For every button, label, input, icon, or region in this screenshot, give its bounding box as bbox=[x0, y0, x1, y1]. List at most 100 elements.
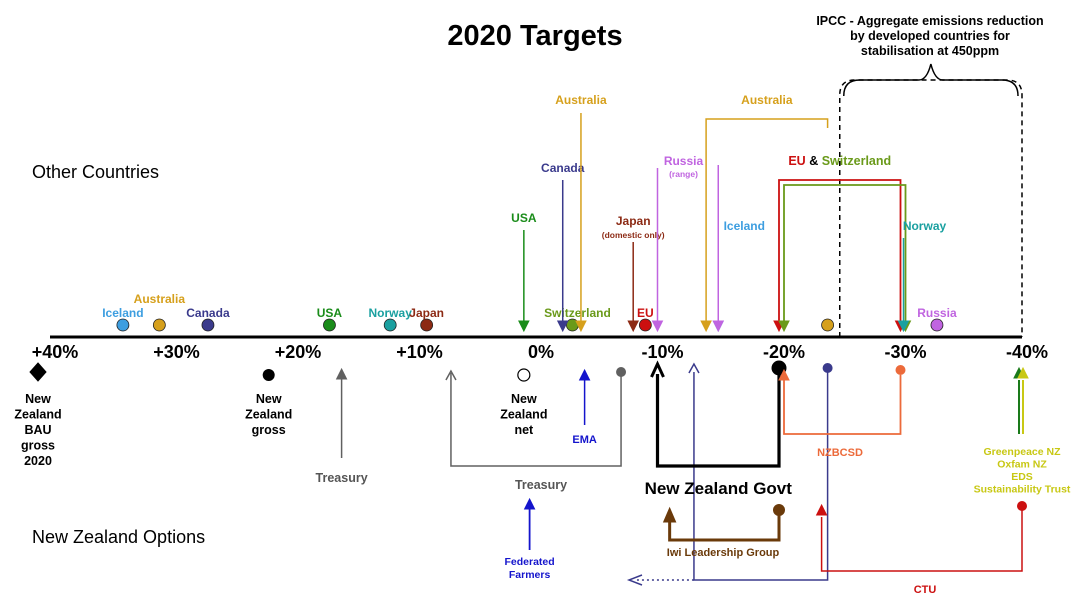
iwi-dot bbox=[773, 504, 785, 516]
blue-option-line bbox=[693, 368, 829, 581]
ngo-arrow-head-2 bbox=[1017, 366, 1029, 379]
target-label-japan: Japan bbox=[616, 214, 651, 228]
x-tick-20: +20% bbox=[275, 342, 322, 362]
range-bracket-eu bbox=[778, 179, 902, 321]
treasury-arrow-head bbox=[335, 367, 348, 380]
nz-label-new-zealand-gross: gross bbox=[252, 423, 286, 437]
baseline-label-russia: Russia bbox=[917, 306, 957, 320]
nz-label-new-zealand-net: net bbox=[514, 423, 534, 437]
federated-label-federated: Federated bbox=[505, 556, 555, 568]
baseline-label-norway: Norway bbox=[369, 306, 413, 320]
range-label-australia: Australia bbox=[741, 93, 793, 107]
baseline-label-usa: USA bbox=[317, 306, 343, 320]
treasury-range-dot bbox=[616, 367, 627, 377]
ipcc-label-line: by developed countries for bbox=[850, 29, 1010, 43]
baseline-label-australia: Australia bbox=[134, 292, 186, 306]
ctu-bracket bbox=[820, 510, 1023, 572]
range-arrow-russia-to-head bbox=[712, 320, 725, 333]
baseline-label-canada: Canada bbox=[186, 306, 230, 320]
ngo-label-oxfam-nz: Oxfam NZ bbox=[997, 459, 1047, 471]
range-bracket-switzerland bbox=[783, 184, 907, 321]
ipcc-brace bbox=[843, 63, 1019, 97]
x-axis: +40%+30%+20%+10%0%-10%-20%-30%-40% bbox=[32, 335, 1048, 362]
range-arrow-norway-head bbox=[897, 320, 910, 333]
x-tick-0: 0% bbox=[528, 342, 554, 362]
baseline-dot-australia bbox=[152, 318, 166, 332]
treasury-range-bracket bbox=[450, 372, 622, 467]
ngo-label-greenpeace-nz: Greenpeace NZ bbox=[983, 446, 1061, 458]
nz-label-new-zealand-net: Zealand bbox=[500, 408, 547, 422]
nz-govt-head bbox=[650, 360, 665, 378]
range-arrow-russia-from-head bbox=[651, 320, 664, 333]
baseline-dot-usa bbox=[323, 318, 336, 332]
nz-marker-new-zealand-bau-gross-2020 bbox=[29, 362, 47, 382]
baseline-dot-iceland bbox=[116, 318, 130, 332]
blue-dotted-head bbox=[626, 574, 643, 586]
x-tick-20: -20% bbox=[763, 342, 805, 362]
nzbcsd-label: NZBCSD bbox=[817, 447, 863, 459]
x-tick-30: +30% bbox=[153, 342, 200, 362]
ctu-dot bbox=[1017, 501, 1027, 511]
x-tick-30: -30% bbox=[884, 342, 926, 362]
other-countries-label: Other Countries bbox=[32, 162, 159, 182]
nz-govt-bracket bbox=[655, 374, 781, 468]
baseline-label-japan: Japan bbox=[409, 306, 444, 320]
target-label-australia: Australia bbox=[555, 93, 607, 107]
baseline-dot-norway bbox=[383, 318, 397, 332]
nz-label-new-zealand-bau-gross-2020: 2020 bbox=[24, 454, 52, 468]
ctu-head bbox=[815, 503, 828, 516]
blue-option-head bbox=[688, 362, 700, 374]
baseline-dot-russia bbox=[930, 318, 944, 332]
chart-title: 2020 Targets bbox=[447, 20, 622, 52]
nzbcsd-dot bbox=[895, 365, 906, 375]
range-sublabel-russia: (range) bbox=[669, 169, 698, 179]
treasury-range-head bbox=[445, 369, 457, 381]
x-tick-40: -40% bbox=[1006, 342, 1048, 362]
ngo-label-eds: EDS bbox=[1011, 471, 1033, 483]
federated-label-farmers: Farmers bbox=[509, 569, 551, 581]
treasury-label: Treasury bbox=[316, 471, 368, 485]
nzbcsd-bracket bbox=[783, 375, 902, 435]
nz-label-new-zealand-gross: Zealand bbox=[245, 408, 292, 422]
ipcc-label-line: stabilisation at 450ppm bbox=[861, 44, 999, 58]
ema-arrow-head bbox=[578, 368, 591, 381]
target-label-usa: USA bbox=[511, 211, 537, 225]
range-label-norway: Norway bbox=[903, 219, 947, 233]
iwi-bracket bbox=[668, 512, 781, 542]
target-arrow-australia-head bbox=[575, 320, 587, 333]
baseline-dot-japan bbox=[420, 318, 434, 332]
federated-arrow-head bbox=[523, 497, 536, 510]
blue-option-dot bbox=[822, 363, 833, 373]
nz-govt-label: New Zealand Govt bbox=[645, 479, 793, 498]
x-tick-40: +40% bbox=[32, 342, 79, 362]
baseline-label-eu: EU bbox=[637, 306, 654, 320]
ngo-label-sustainability-trust: Sustainability Trust bbox=[974, 484, 1071, 496]
range-label-russia: Russia bbox=[664, 154, 704, 168]
ipcc-dashed-box bbox=[839, 79, 1023, 337]
nz-options-label: New Zealand Options bbox=[32, 527, 205, 547]
nz-label-new-zealand-bau-gross-2020: gross bbox=[21, 439, 55, 453]
target-sublabel-japan: (domestic only) bbox=[602, 230, 665, 240]
x-tick-10: -10% bbox=[641, 342, 683, 362]
nzbcsd-head bbox=[778, 368, 790, 381]
nz-points: NewZealandBAUgross2020NewZealandgrossNew… bbox=[14, 362, 547, 468]
baseline-label-iceland: Iceland bbox=[102, 306, 143, 320]
target-label-iceland: Iceland bbox=[724, 219, 765, 233]
baseline-label-switzerland: Switzerland bbox=[544, 306, 611, 320]
baseline-dot-canada bbox=[201, 318, 215, 332]
range-head-australia bbox=[700, 320, 712, 333]
baseline-dot-eu bbox=[638, 318, 652, 332]
range-head-switzerland-from bbox=[778, 320, 790, 333]
nz-marker-new-zealand-gross bbox=[262, 369, 275, 381]
iwi-label: Iwi Leadership Group bbox=[667, 547, 780, 559]
target-arrow-canada-head bbox=[556, 320, 569, 333]
nz-label-new-zealand-bau-gross-2020: New bbox=[25, 392, 51, 406]
nz-label-new-zealand-gross: New bbox=[256, 392, 282, 406]
baseline-dot-australia bbox=[821, 318, 834, 332]
